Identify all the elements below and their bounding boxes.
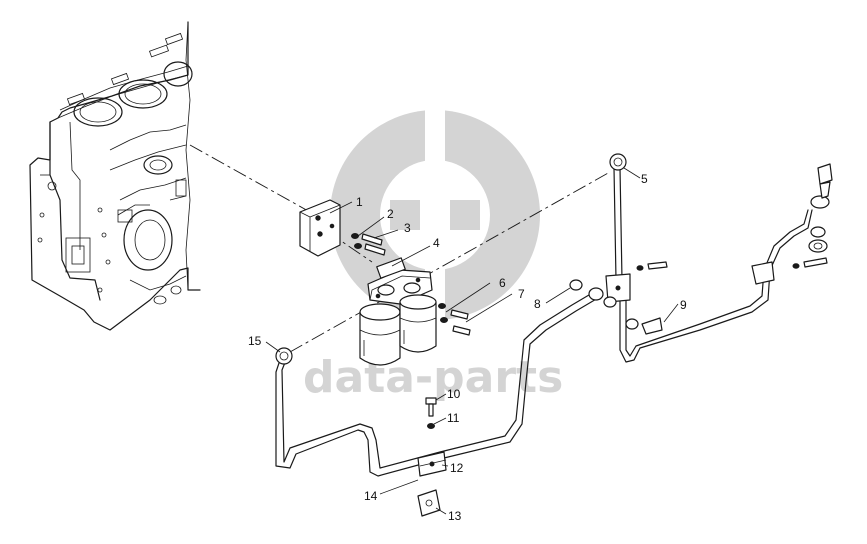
callout-6: 6 bbox=[499, 276, 506, 290]
callout-5: 5 bbox=[641, 172, 648, 186]
watermark: data-parts bbox=[303, 110, 563, 403]
banjo-bolt-9 bbox=[603, 296, 663, 335]
callout-13: 13 bbox=[448, 509, 462, 523]
pipe-5 bbox=[605, 153, 833, 363]
callout-11: 11 bbox=[447, 411, 460, 425]
callout-15: 15 bbox=[248, 334, 262, 348]
clamp-12 bbox=[417, 451, 447, 477]
leader-lines bbox=[265, 167, 679, 515]
pipe-5-clamp-bolt bbox=[636, 257, 828, 271]
callouts: 1 2 3 4 5 6 7 8 9 10 11 12 13 14 15 bbox=[248, 172, 687, 523]
callout-9: 9 bbox=[680, 298, 687, 312]
watermark-logo bbox=[330, 110, 540, 320]
callout-8: 8 bbox=[534, 297, 541, 311]
pipe-14 bbox=[275, 279, 604, 477]
washer-11 bbox=[427, 423, 435, 429]
engine-block bbox=[29, 21, 201, 331]
callout-3: 3 bbox=[404, 221, 411, 235]
mounting-bracket bbox=[299, 199, 341, 257]
washers-6 bbox=[438, 303, 448, 323]
bolt-10 bbox=[425, 397, 437, 417]
callout-4: 4 bbox=[433, 236, 440, 250]
callout-7: 7 bbox=[518, 287, 525, 301]
callout-14: 14 bbox=[364, 489, 378, 503]
callout-2: 2 bbox=[387, 207, 394, 221]
callout-12: 12 bbox=[450, 461, 464, 475]
callout-1: 1 bbox=[356, 195, 363, 209]
bolts-7 bbox=[450, 309, 471, 336]
bracket-13 bbox=[417, 489, 441, 517]
filter-canisters bbox=[359, 294, 437, 366]
callout-10: 10 bbox=[447, 387, 461, 401]
bolts-3 bbox=[361, 233, 386, 256]
